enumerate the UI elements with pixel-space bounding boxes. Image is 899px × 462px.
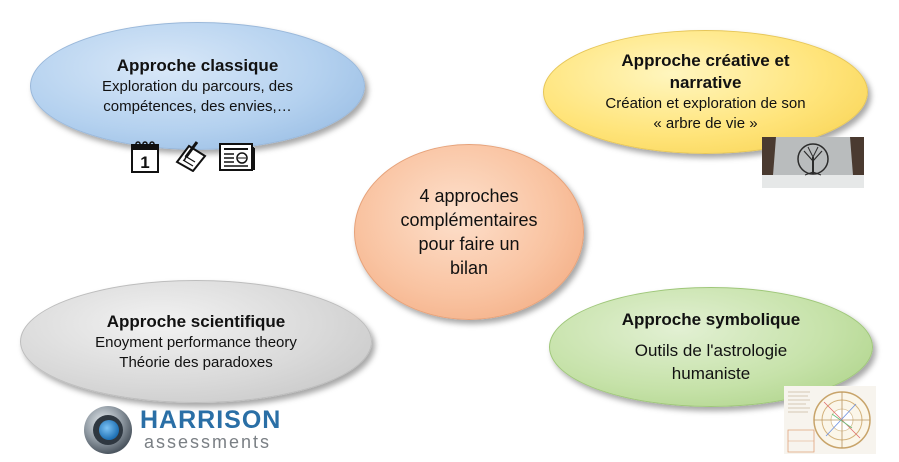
calendar-icon: 1 [130, 140, 160, 179]
creative-approach-node: Approche créative et narrative Création … [543, 30, 868, 154]
logo-name: HARRISON [140, 406, 282, 434]
center-line-1: 4 approches [419, 186, 519, 206]
tree-of-life-image [762, 137, 864, 188]
astrology-chart-image [784, 386, 876, 454]
newspaper-icon [218, 142, 256, 177]
symbolic-line-2: humaniste [671, 364, 751, 383]
scientific-line-2: Théorie des paradoxes [119, 353, 273, 371]
center-line-2: complémentaires [400, 210, 538, 230]
classic-line-1: Exploration du parcours, des [102, 78, 293, 95]
creative-title-line-2: narrative [669, 73, 742, 92]
symbolic-title: Approche symbolique [621, 310, 801, 329]
calendar-number: 1 [140, 153, 149, 172]
scientific-approach-node: Approche scientifique Enoyment performan… [20, 280, 372, 403]
classic-approach-node: Approche classique Exploration du parcou… [30, 22, 365, 150]
symbolic-line-1: Outils de l'astrologie [634, 341, 788, 360]
scientific-title: Approche scientifique [106, 311, 286, 331]
creative-line-2: « arbre de vie » [653, 115, 758, 132]
classic-title: Approche classique [116, 56, 279, 75]
logo-subtitle: assessments [144, 432, 272, 452]
center-line-3: pour faire un [418, 234, 520, 254]
creative-title-line-1: Approche créative et [621, 51, 790, 70]
center-line-4: bilan [449, 258, 489, 278]
center-node: 4 approches complémentaires pour faire u… [354, 144, 584, 320]
classic-line-2: compétences, des envies,… [103, 98, 292, 115]
harrison-assessments-logo: HARRISON assessments [82, 404, 282, 456]
creative-line-1: Création et exploration de son [605, 95, 806, 112]
scientific-line-1: Enoyment performance theory [95, 333, 297, 351]
clipboard-pen-icon [173, 140, 209, 177]
